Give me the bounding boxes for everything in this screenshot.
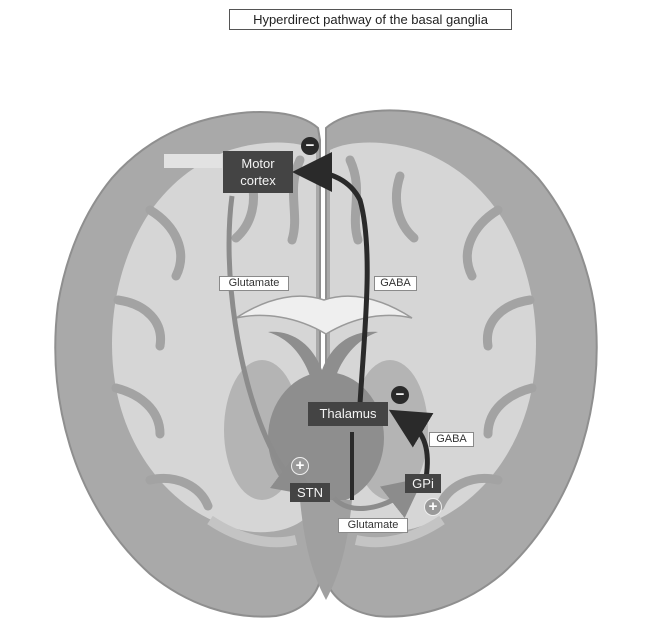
gaba-label-gpi-thalamus: GABA bbox=[429, 432, 474, 447]
minus-sign-motor-cortex: − bbox=[301, 137, 319, 155]
stn-node: STN bbox=[290, 483, 330, 502]
motor-cortex-node: Motor cortex bbox=[223, 151, 293, 193]
glutamate-label-stn-gpi: Glutamate bbox=[338, 518, 408, 533]
plus-sign-gpi: + bbox=[424, 498, 442, 516]
gpi-node: GPi bbox=[405, 474, 441, 493]
faded-label bbox=[164, 154, 222, 168]
motor-cortex-line2: cortex bbox=[223, 172, 293, 189]
thalamus-node: Thalamus bbox=[308, 402, 388, 426]
plus-sign-stn: + bbox=[291, 457, 309, 475]
motor-cortex-line1: Motor bbox=[223, 155, 293, 172]
minus-sign-thalamus: − bbox=[391, 386, 409, 404]
gaba-label-thalamus-cortex: GABA bbox=[374, 276, 417, 291]
glutamate-label-cortex-stn: Glutamate bbox=[219, 276, 289, 291]
diagram-title: Hyperdirect pathway of the basal ganglia bbox=[229, 9, 512, 30]
